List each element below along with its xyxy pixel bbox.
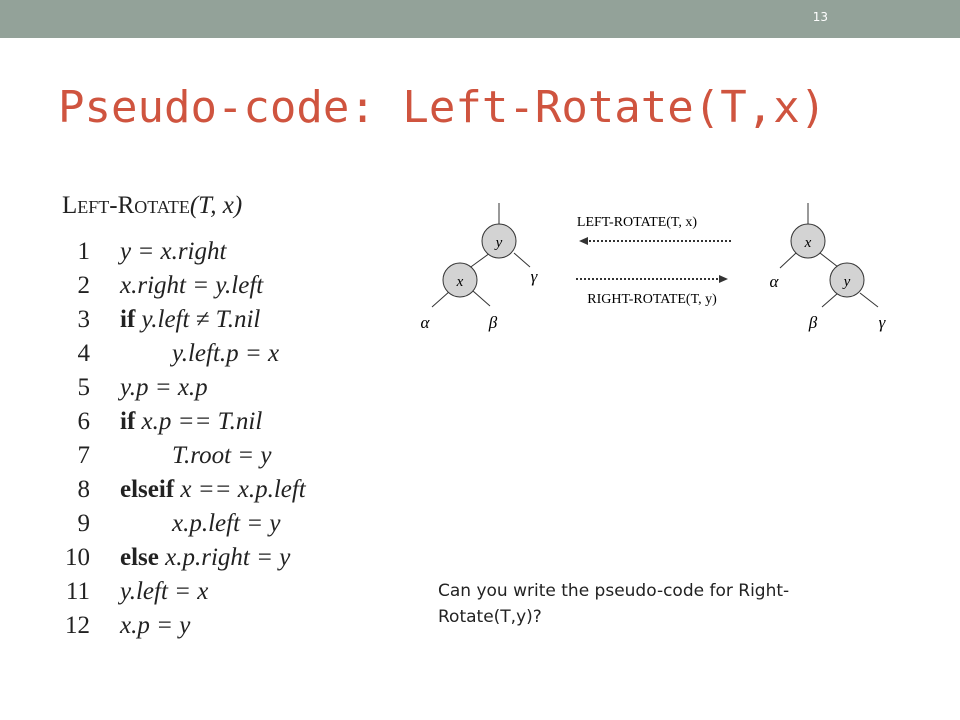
node-y-label: y xyxy=(494,235,503,251)
right-rotate-label: RIGHT-ROTATE(T, y) xyxy=(587,292,717,307)
node-x-label: x xyxy=(804,235,812,251)
exercise-question: Can you write the pseudo-code for Right-… xyxy=(438,581,790,627)
left-rotate-label: LEFT-ROTATE(T, x) xyxy=(577,215,698,230)
node-x xyxy=(442,262,478,298)
subtree-alpha: α xyxy=(421,313,431,332)
node-y-label: y xyxy=(842,274,851,290)
right-tree xyxy=(779,203,879,308)
node-x-label: x xyxy=(456,274,464,290)
procedure-header: LEFT-ROTATE(T, x) xyxy=(62,192,243,219)
right-arrowhead xyxy=(719,275,728,283)
rotation-diagram: y x α β γ LEFT-ROTATE(T, x) RIGHT-ROTATE… xyxy=(421,203,887,332)
left-arrowhead xyxy=(579,237,588,245)
slide-number: 13 xyxy=(812,10,828,24)
subtree-gamma: γ xyxy=(879,313,887,332)
subtree-alpha: α xyxy=(770,272,780,291)
left-tree xyxy=(431,203,531,308)
subtree-beta: β xyxy=(488,313,498,332)
subtree-beta: β xyxy=(808,313,818,332)
page-title: Pseudo-code: Left-Rotate(T,x) xyxy=(58,82,827,133)
node-y xyxy=(481,223,517,259)
top-banner xyxy=(0,0,960,38)
node-y xyxy=(829,262,865,298)
node-x xyxy=(790,223,826,259)
subtree-gamma: γ xyxy=(531,267,539,286)
